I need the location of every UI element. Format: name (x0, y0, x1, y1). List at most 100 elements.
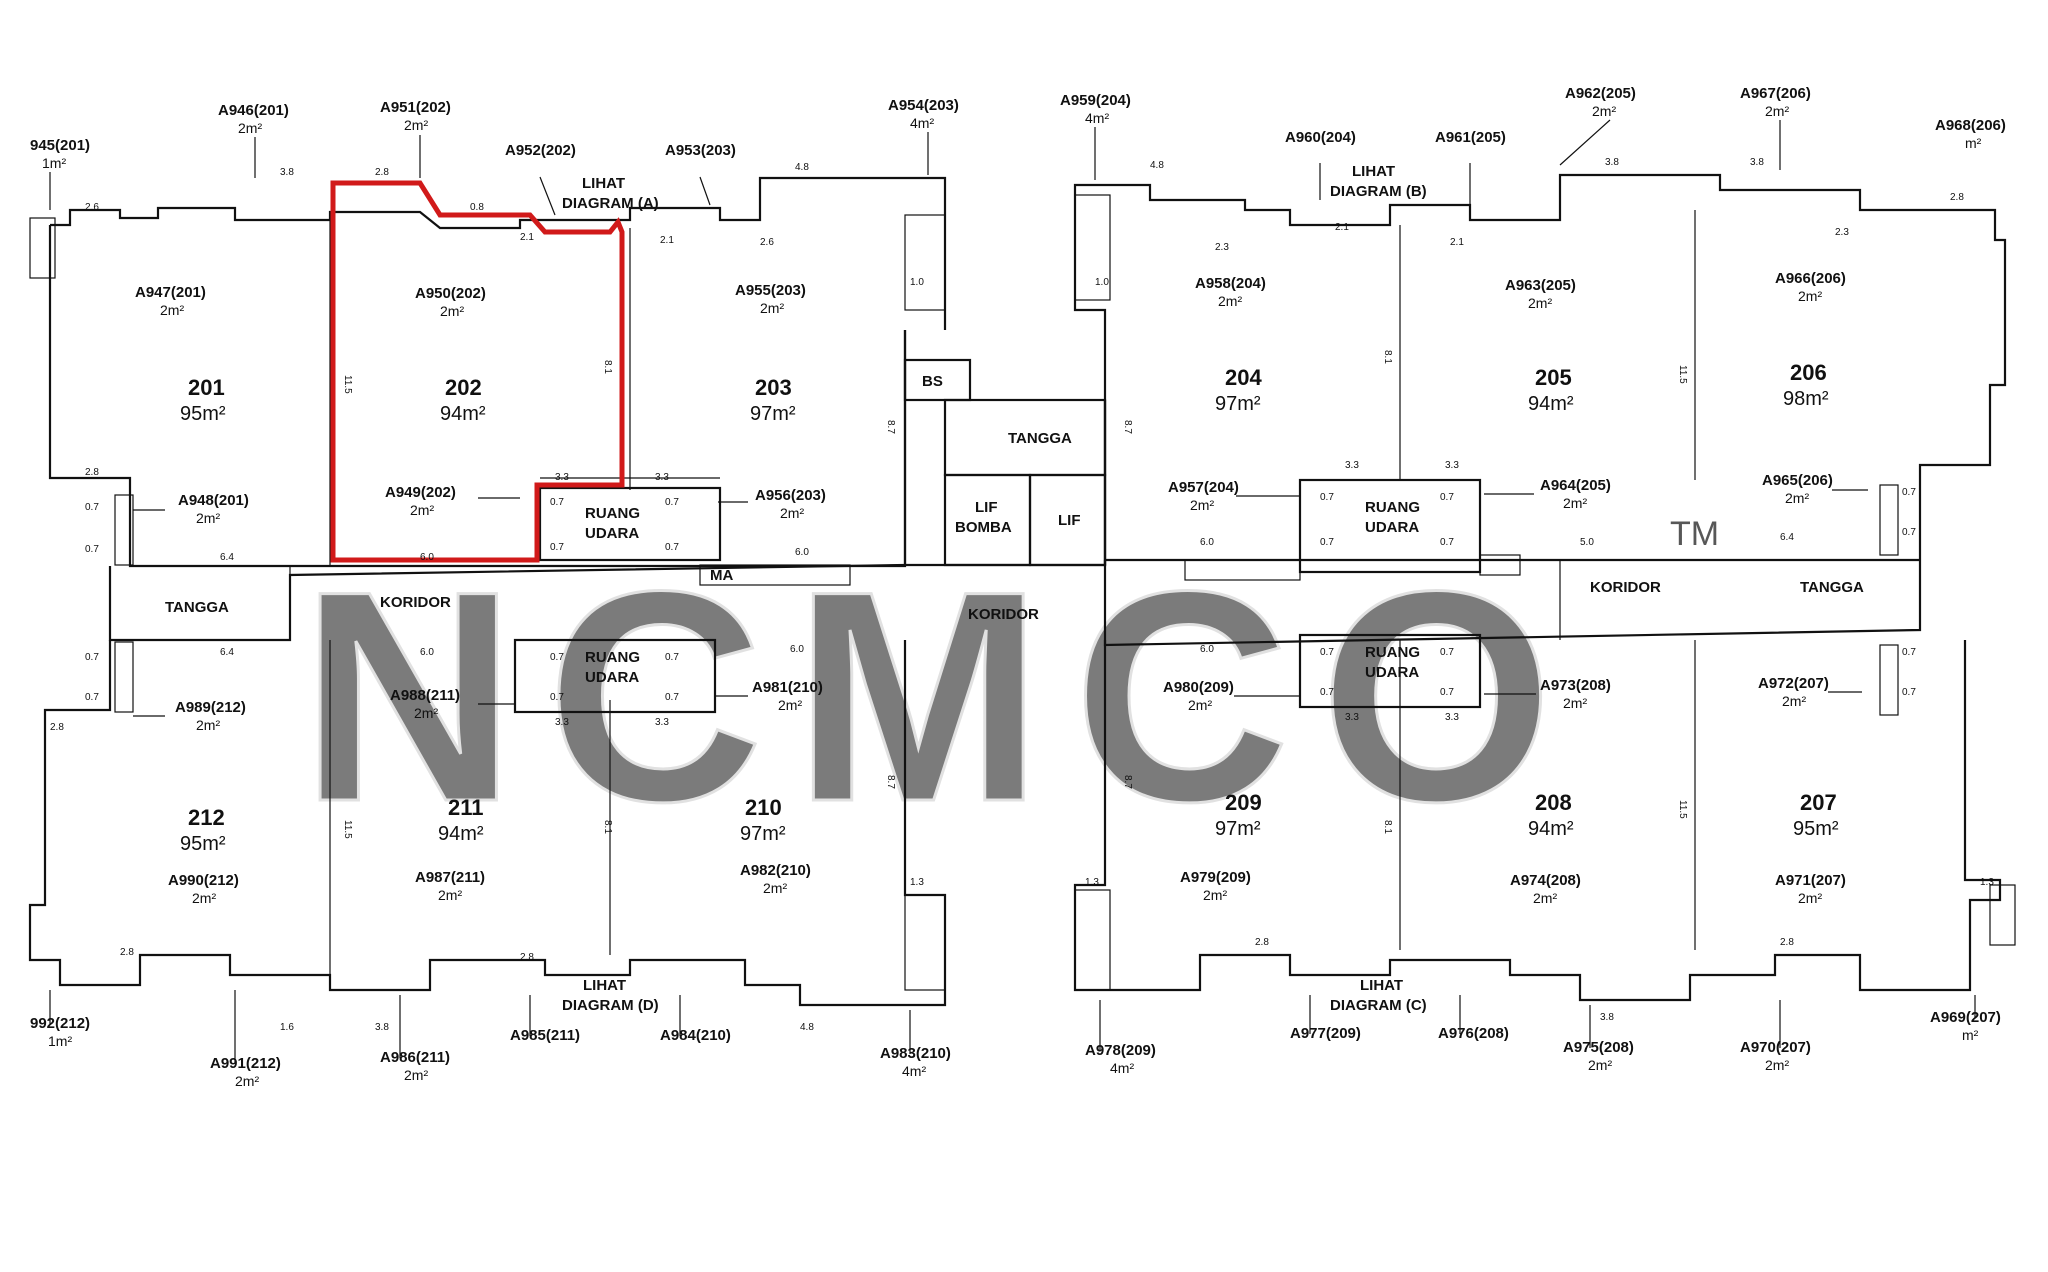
lot-973[interactable]: A973(208)2m² (1540, 677, 1611, 711)
unit-207[interactable]: 207 95m² (1793, 790, 1839, 840)
lot-982[interactable]: A982(210)2m² (740, 862, 811, 896)
lot-976[interactable]: A976(208) (1438, 1025, 1509, 1042)
lot-954[interactable]: A954(203)4m² (888, 97, 959, 131)
lot-978[interactable]: A978(209)4m² (1085, 1042, 1156, 1076)
svg-text:8.7: 8.7 (885, 420, 896, 434)
lot-963[interactable]: A963(205)2m² (1505, 277, 1576, 311)
unit-205[interactable]: 205 94m² (1528, 365, 1574, 415)
unit-209[interactable]: 209 97m² (1215, 790, 1262, 840)
lot-984[interactable]: A984(210) (660, 1027, 731, 1044)
svg-text:A947(201): A947(201) (135, 284, 206, 301)
svg-text:A962(205): A962(205) (1565, 85, 1636, 102)
svg-text:11.5: 11.5 (1677, 365, 1688, 384)
svg-text:A976(208): A976(208) (1438, 1025, 1509, 1042)
unit-201[interactable]: 201 95m² (180, 375, 226, 425)
unit-208[interactable]: 208 94m² (1528, 790, 1574, 840)
lot-990[interactable]: A990(212)2m² (168, 872, 239, 906)
svg-text:2m²: 2m² (1563, 495, 1587, 511)
lot-955[interactable]: A955(203)2m² (735, 282, 806, 316)
lot-951[interactable]: A951(202)2m² (380, 99, 451, 133)
svg-text:0.7: 0.7 (1320, 492, 1334, 503)
unit-202[interactable]: 202 94m² (440, 375, 486, 425)
lot-980[interactable]: A980(209)2m² (1163, 679, 1234, 713)
unit-labels: 201 95m² 202 94m² 203 97m² 204 97m² 205 … (180, 360, 1839, 855)
unit-212[interactable]: 212 95m² (180, 805, 226, 855)
svg-text:DIAGRAM (C): DIAGRAM (C) (1330, 997, 1427, 1014)
lot-953[interactable]: A953(203) (665, 142, 736, 159)
ma-label: MA (710, 567, 733, 584)
unit-no: 212 (188, 805, 225, 830)
lot-949[interactable]: A949(202)2m² (385, 484, 456, 518)
lot-958[interactable]: A958(204)2m² (1195, 275, 1266, 309)
lot-968[interactable]: A968(206)m² (1935, 117, 2006, 151)
diagram-b-ref[interactable]: LIHAT DIAGRAM (B) (1330, 163, 1427, 200)
svg-text:992(212): 992(212) (30, 1015, 90, 1032)
svg-text:UDARA: UDARA (585, 525, 639, 542)
lot-987[interactable]: A987(211)2m² (415, 869, 485, 903)
lot-952[interactable]: A952(202) (505, 142, 576, 159)
lot-992[interactable]: 992(212)1m² (30, 1015, 90, 1049)
lot-leaders (49, 119, 1976, 1064)
svg-text:1m²: 1m² (42, 155, 66, 171)
lot-981[interactable]: A981(210)2m² (752, 679, 823, 713)
svg-text:0.7: 0.7 (550, 652, 564, 663)
lot-948[interactable]: A948(201)2m² (178, 492, 249, 526)
svg-text:A984(210): A984(210) (660, 1027, 731, 1044)
svg-text:A980(209): A980(209) (1163, 679, 1234, 696)
lot-956[interactable]: A956(203)2m² (755, 487, 826, 521)
unit-203[interactable]: 203 97m² (750, 375, 796, 425)
lot-945[interactable]: 945(201)1m² (30, 137, 90, 171)
lot-959[interactable]: A959(204)4m² (1060, 92, 1131, 126)
lot-962[interactable]: A962(205)2m² (1565, 85, 1636, 119)
svg-text:2m²: 2m² (1782, 693, 1806, 709)
lot-988[interactable]: A988(211)2m² (390, 687, 460, 721)
svg-text:A991(212): A991(212) (210, 1055, 281, 1072)
lot-960[interactable]: A960(204) (1285, 129, 1356, 146)
svg-text:A956(203): A956(203) (755, 487, 826, 504)
lot-969[interactable]: A969(207)m² (1930, 1009, 2001, 1043)
lot-972[interactable]: A972(207)2m² (1758, 675, 1829, 709)
unit-no: 203 (755, 375, 792, 400)
lot-967[interactable]: A967(206)2m² (1740, 85, 1811, 119)
ruang-udara-202-203: RUANG UDARA (585, 505, 640, 542)
svg-text:2.8: 2.8 (1950, 192, 1964, 203)
lot-946[interactable]: A946(201)2m² (218, 102, 289, 136)
unit-210[interactable]: 210 97m² (740, 795, 786, 845)
unit-204[interactable]: 204 97m² (1215, 365, 1262, 415)
unit-area: 94m² (1528, 818, 1574, 840)
svg-text:UDARA: UDARA (1365, 519, 1419, 536)
svg-text:RUANG: RUANG (1365, 644, 1420, 661)
diagram-c-ref[interactable]: LIHAT DIAGRAM (C) (1330, 977, 1427, 1014)
lot-971[interactable]: A971(207)2m² (1775, 872, 1846, 906)
lot-986[interactable]: A986(211)2m² (380, 1049, 450, 1083)
unit-206[interactable]: 206 98m² (1783, 360, 1829, 410)
lot-950[interactable]: A950(202)2m² (415, 285, 486, 319)
svg-text:A978(209): A978(209) (1085, 1042, 1156, 1059)
svg-text:3.8: 3.8 (280, 167, 294, 178)
lot-961[interactable]: A961(205) (1435, 129, 1506, 146)
lot-964[interactable]: A964(205)2m² (1540, 477, 1611, 511)
lot-947[interactable]: A947(201)2m² (135, 284, 206, 318)
lot-970[interactable]: A970(207)2m² (1740, 1039, 1811, 1073)
lot-966[interactable]: A966(206)2m² (1775, 270, 1846, 304)
diagram-d-ref[interactable]: LIHAT DIAGRAM (D) (562, 977, 659, 1014)
lot-975[interactable]: A975(208)2m² (1563, 1039, 1634, 1073)
svg-text:A964(205): A964(205) (1540, 477, 1611, 494)
svg-text:0.7: 0.7 (665, 497, 679, 508)
svg-text:A971(207): A971(207) (1775, 872, 1846, 889)
svg-text:2m²: 2m² (1765, 103, 1789, 119)
lot-974[interactable]: A974(208)2m² (1510, 872, 1581, 906)
lot-991[interactable]: A991(212)2m² (210, 1055, 281, 1089)
lot-983[interactable]: A983(210)4m² (880, 1045, 951, 1079)
svg-text:LIHAT: LIHAT (1360, 977, 1403, 994)
lot-965[interactable]: A965(206)2m² (1762, 472, 1833, 506)
lot-977[interactable]: A977(209) (1290, 1025, 1361, 1042)
lot-985[interactable]: A985(211) (510, 1027, 580, 1044)
lot-979[interactable]: A979(209)2m² (1180, 869, 1251, 903)
lot-989[interactable]: A989(212)2m² (175, 699, 246, 733)
svg-text:0.7: 0.7 (550, 692, 564, 703)
unit-area: 97m² (740, 823, 786, 845)
lot-957[interactable]: A957(204)2m² (1168, 479, 1239, 513)
diagram-a-ref[interactable]: LIHAT DIAGRAM (A) (562, 175, 659, 212)
unit-211[interactable]: 211 94m² (438, 795, 484, 845)
